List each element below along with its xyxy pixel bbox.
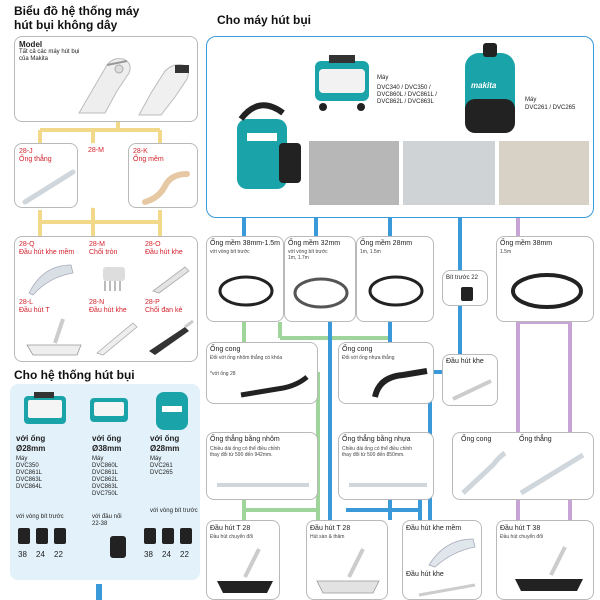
- pipe-desc: Chiều dài ống có thể điều chỉnh thay đổi…: [210, 446, 280, 458]
- hose-38mm-1-5m[interactable]: Ống mềm 38mm-1.5m với vòng bít trước: [206, 236, 284, 322]
- hose-28mm[interactable]: Ống mềm 28mm 1m, 1.5m: [356, 236, 434, 322]
- t-nozzle-icon: [511, 545, 587, 597]
- nozzle-name: Đầu hút T 28: [210, 525, 250, 533]
- nozzle-name: Đầu hút khe mềm: [406, 525, 461, 533]
- hose-38mm[interactable]: Ống mềm 38mm 1.5m: [496, 236, 594, 322]
- elbow-name: Ống cong: [342, 346, 372, 354]
- pipe-pair-b: Ống thẳng: [519, 436, 552, 444]
- t-nozzle-28-floor[interactable]: Đầu hút T 28 Hút sàn & thảm: [306, 520, 388, 600]
- pipe-pair-a: Ống cong: [461, 436, 491, 444]
- hose-icon: [289, 271, 353, 319]
- hose-desc: 1.5m: [500, 249, 511, 255]
- t-nozzle-38-convertible[interactable]: Đầu hút T 38 Đầu hút chuyển đổi: [496, 520, 594, 600]
- hose-name: Ống mềm 38mm-1.5m: [210, 240, 280, 248]
- hose-icon: [213, 265, 279, 317]
- crevice-tool-icon: [449, 375, 495, 403]
- soft-crevice-right[interactable]: Đầu hút khe mềm Đầu hút khe: [402, 520, 482, 600]
- pipe-desc: Chiều dài ống có thể điều chỉnh thay đổi…: [342, 446, 412, 458]
- hose-icon: [503, 265, 589, 319]
- bent-pipe-icon: [459, 449, 509, 497]
- crevice-name: Đầu hút khe: [446, 358, 484, 366]
- hose-icon: [363, 267, 429, 317]
- elbow-plastic[interactable]: Ống cong Đối với ống nhựa thẳng: [338, 342, 434, 404]
- elbow-icon: [369, 367, 433, 401]
- pipe-name: Ống thẳng bằng nhựa: [342, 436, 411, 444]
- pipe-aluminium[interactable]: Ống thẳng bằng nhôm Chiều dài ống có thể…: [206, 432, 318, 500]
- hose-32mm[interactable]: Ống mềm 32mm với vòng bít trước 1m, 1.7m: [284, 236, 356, 322]
- pipe-plastic[interactable]: Ống thẳng bằng nhựa Chiều dài ống có thể…: [338, 432, 434, 500]
- pipe-pair[interactable]: Ống cong Ống thẳng: [452, 432, 594, 500]
- crevice-tool-right[interactable]: Đầu hút khe: [442, 354, 498, 406]
- nozzle-desc: Đầu hút chuyển đổi: [500, 534, 543, 540]
- elbow-aluminium[interactable]: Ống cong Đối với ống nhôm thẳng có khóa …: [206, 342, 318, 404]
- hose-desc: với vòng bít trước 1m, 1.7m: [288, 249, 328, 261]
- straight-pipe-icon: [215, 475, 311, 495]
- crevice-name: Đầu hút khe: [406, 571, 444, 579]
- pipe-name: Ống thẳng bằng nhôm: [210, 436, 280, 444]
- hose-desc: 1m, 1.5m: [360, 249, 381, 255]
- nozzle-name: Đầu hút T 28: [310, 525, 350, 533]
- t-nozzle-icon: [215, 547, 275, 597]
- front-seal-22[interactable]: Bít trước 22: [442, 270, 488, 306]
- soft-crevice-icon: [425, 533, 479, 569]
- hose-desc: với vòng bít trước: [210, 249, 250, 255]
- t-nozzle-28-convertible[interactable]: Đầu hút T 28 Đầu hút chuyển đổi: [206, 520, 280, 600]
- seal-icon: [459, 285, 475, 303]
- hose-name: Ống mềm 38mm: [500, 240, 552, 248]
- elbow-desc: Đối với ống nhôm thẳng có khóa: [210, 355, 282, 361]
- straight-pipe-icon: [517, 451, 587, 497]
- straight-pipe-icon: [347, 475, 429, 495]
- nozzle-desc: Đầu hút chuyển đổi: [210, 534, 253, 540]
- elbow-desc: Đối với ống nhựa thẳng: [342, 355, 395, 361]
- elbow-note: *với ống 28: [210, 371, 236, 377]
- t-nozzle-icon: [315, 547, 381, 597]
- crevice-tool-icon: [417, 581, 477, 599]
- elbow-icon: [237, 373, 313, 401]
- nozzle-desc: Hút sàn & thảm: [310, 534, 344, 540]
- seal-name: Bít trước 22: [446, 274, 478, 282]
- hose-name: Ống mềm 32mm: [288, 240, 340, 248]
- nozzle-name: Đầu hút T 38: [500, 525, 540, 533]
- elbow-name: Ống cong: [210, 346, 240, 354]
- hose-name: Ống mềm 28mm: [360, 240, 412, 248]
